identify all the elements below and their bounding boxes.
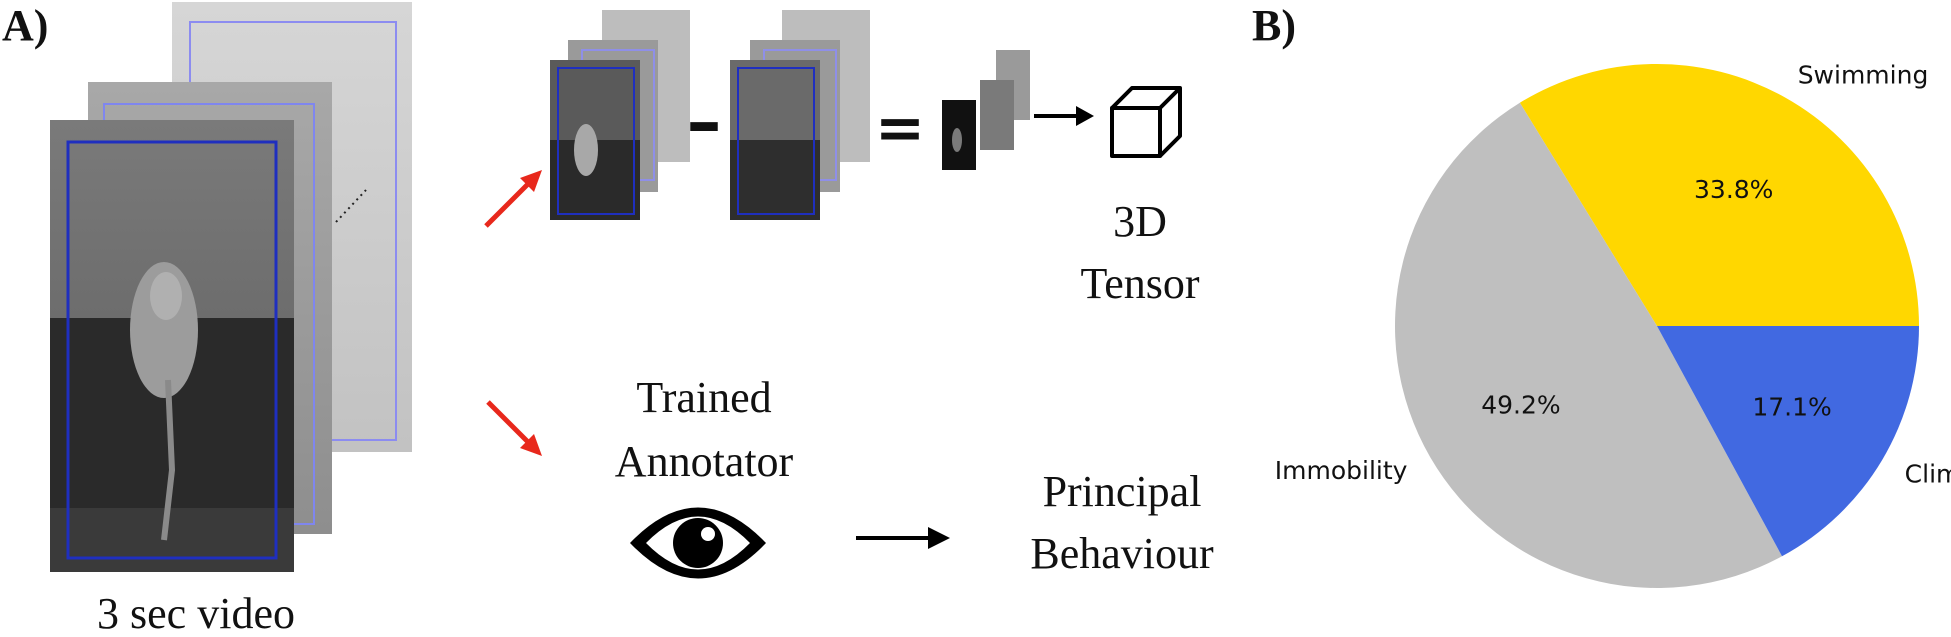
video-caption: 3 sec video	[97, 589, 295, 637]
panel-b-label: B)	[1252, 1, 1296, 50]
minus-symbol: –	[687, 81, 722, 163]
pie-slice-swimming	[1519, 63, 1920, 327]
panel-a-label: A)	[2, 1, 48, 50]
pie-name-label-swimming: Swimming	[1798, 60, 1929, 89]
tensor-label-line1: 3D	[1113, 197, 1167, 246]
tensor-label-line2: Tensor	[1080, 259, 1199, 308]
pie-slice-immobility	[1394, 102, 1783, 589]
pie-chart: 33.8% Swimming 49.2% Immobility 17.1% Climbin…	[1275, 60, 1951, 589]
eye-icon	[630, 507, 766, 579]
frame-stack-a-icon	[550, 10, 690, 220]
red-arrow-up-icon	[484, 170, 542, 228]
behaviour-label-line2: Behaviour	[1030, 529, 1214, 578]
annotator-label-line2: Annotator	[615, 437, 794, 486]
pie-name-label-immobility: Immobility	[1275, 456, 1408, 485]
equals-symbol: =	[875, 93, 925, 163]
behaviour-label-line1: Principal	[1043, 467, 1202, 516]
annotator-label-line1: Trained	[636, 373, 771, 422]
pie-pct-label-swimming: 33.8%	[1694, 175, 1773, 204]
cube-icon	[1110, 86, 1182, 158]
black-arrow-right-icon	[1034, 106, 1094, 126]
pie-pct-label-immobility: 49.2%	[1481, 391, 1560, 420]
pie-pct-label-climbing: 17.1%	[1752, 392, 1831, 421]
red-arrow-down-icon	[486, 400, 542, 456]
pie-slice-climbing	[1657, 326, 1919, 557]
pie-name-label-climbing: Climbing	[1905, 459, 1951, 488]
black-arrow-behaviour-icon	[856, 527, 950, 549]
difference-stack-icon	[942, 50, 1030, 170]
frame-stack-b-icon	[730, 10, 870, 220]
video-frame-stack-icon	[50, 2, 412, 572]
